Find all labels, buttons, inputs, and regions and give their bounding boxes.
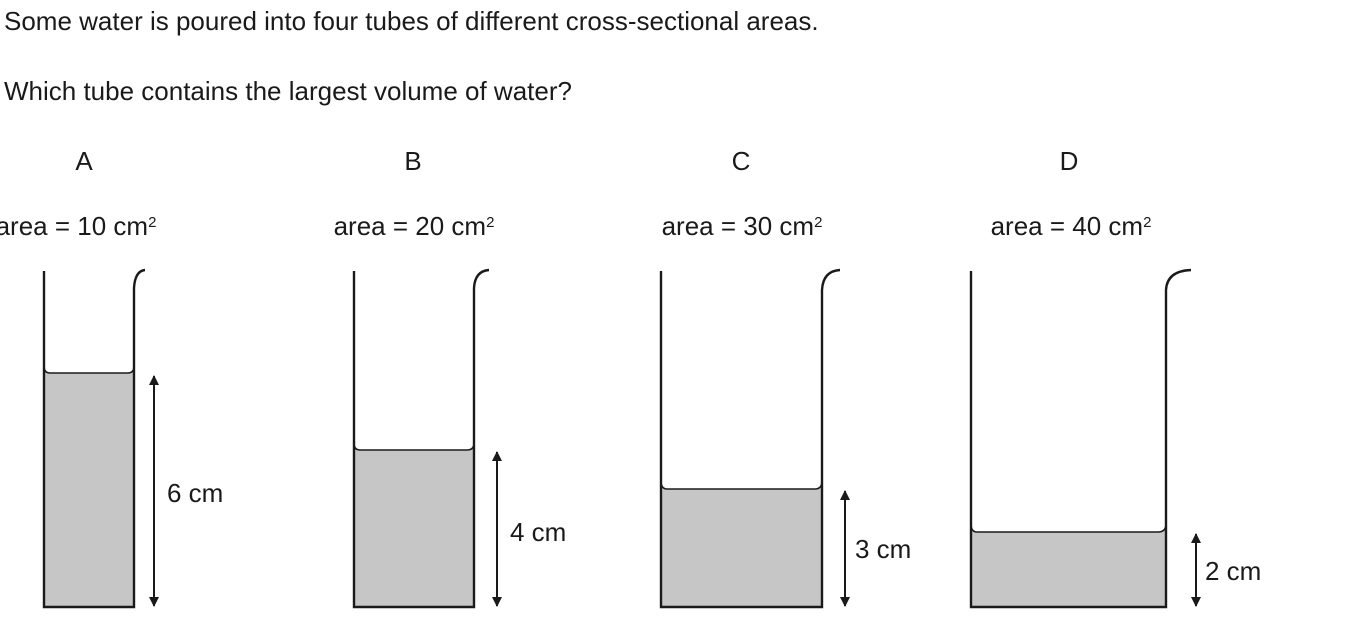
water-surface-c [660,480,823,490]
question-text: Some water is poured into four tubes of … [4,6,819,36]
option-letter-a: A [75,146,93,176]
question-prompt: Which tube contains the largest volume o… [4,76,572,106]
option-letter-c: C [731,146,751,176]
option-letter-d: D [1059,146,1079,176]
tube-wall-b [352,268,490,609]
height-label-b: 4 cm [510,517,566,547]
area-label-a: area = 10 cm2 [0,211,157,241]
water-surface-a [43,365,135,374]
height-label-a: 6 cm [167,478,223,508]
area-label-d: area = 40 cm2 [990,211,1152,241]
water-surface-d [970,523,1167,533]
water-b [354,443,474,607]
tube-c: 3 cm [659,268,911,609]
tube-b: 4 cm [352,268,566,609]
water-c [661,481,822,607]
water-d [971,524,1166,607]
tube-wall-a [42,268,146,609]
water-a [44,366,134,607]
area-label-b: area = 20 cm2 [333,211,495,241]
area-label-c: area = 30 cm2 [661,211,823,241]
height-label-d: 2 cm [1205,556,1261,586]
tube-wall-d [969,268,1192,609]
height-label-c: 3 cm [855,534,911,564]
tube-d: 2 cm [969,268,1261,609]
tube-wall-c [659,268,841,609]
tube-a: 6 cm [42,268,223,609]
option-letter-b: B [404,146,422,176]
water-surface-b [353,442,475,451]
